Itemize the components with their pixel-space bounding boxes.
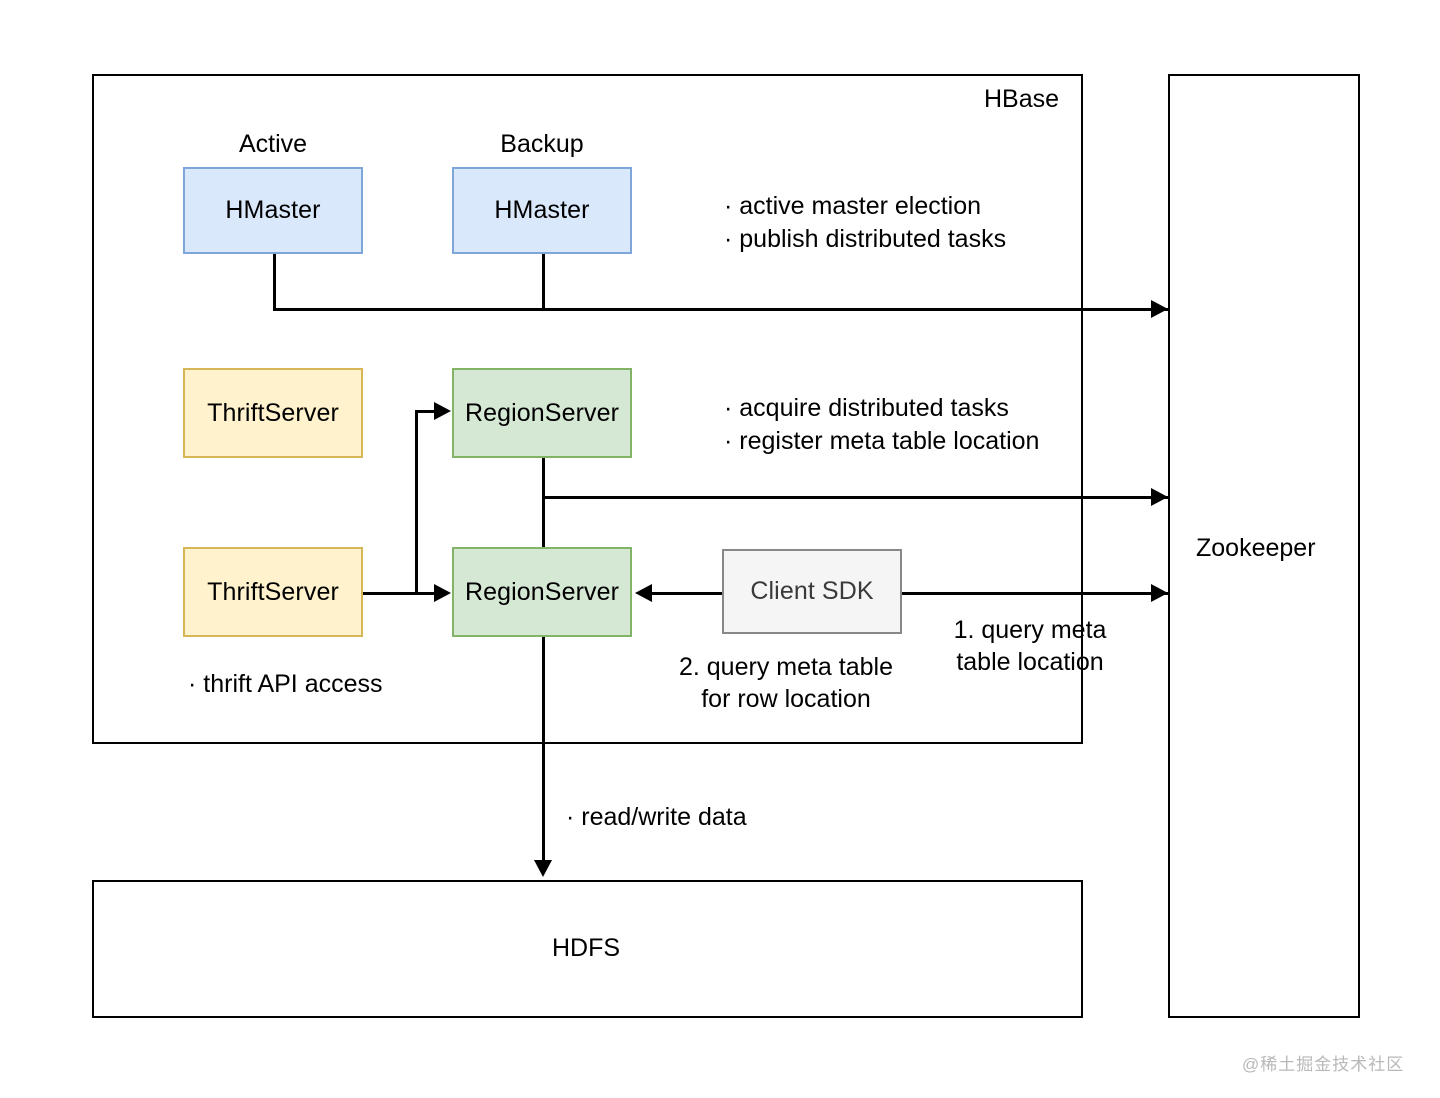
active-label: Active [238,130,308,158]
hmaster-backup-node[interactable]: HMaster [452,167,632,254]
master-annotation-line1: · active master election [724,192,982,220]
regionserver-top-leg [542,458,545,550]
regionserver-top-inbound-arrowhead [434,402,451,420]
regionserver-bottom-inbound-arrowhead [434,584,451,602]
client-sdk-node[interactable]: Client SDK [722,549,902,634]
region-annotation-line2: · register meta table location [724,427,1040,455]
thrift-api-annotation: · thrift API access [188,670,383,698]
client-to-zookeeper-arrowhead [1151,584,1168,602]
thrift-branch-to-regionserver-top [415,410,435,413]
hmaster-zookeeper-arrowhead [1151,300,1168,318]
step2-annotation-line2: for row location [701,685,871,713]
hbase-title: HBase [984,85,1060,113]
hmaster-backup-leg [542,254,545,309]
client-to-zookeeper-line [902,592,1168,595]
regionserver-zookeeper-bus [542,496,1168,499]
backup-label: Backup [500,130,584,158]
thrift-to-regionserver-bottom-line [363,592,435,595]
hmaster-active-leg [273,254,276,309]
regionserver-bottom-node[interactable]: RegionServer [452,547,632,637]
hdfs-container [92,880,1083,1018]
regionserver-zookeeper-arrowhead [1151,488,1168,506]
watermark: @稀土掘金技术社区 [1242,1055,1405,1074]
step2-annotation-line1: 2. query meta table [678,653,893,681]
master-annotation-line2: · publish distributed tasks [724,225,1007,253]
regionserver-to-hdfs-line [542,637,545,861]
step1-annotation-line1: 1. query meta [953,616,1107,644]
read-write-annotation: · read/write data [566,803,747,831]
hbase-container [92,74,1083,744]
hmaster-zookeeper-bus [273,308,1168,311]
thriftserver-bottom-node[interactable]: ThriftServer [183,547,363,637]
zookeeper-container [1168,74,1360,1018]
client-to-regionserver-line [652,592,722,595]
hmaster-active-node[interactable]: HMaster [183,167,363,254]
regionserver-to-hdfs-arrowhead [534,860,552,877]
regionserver-top-node[interactable]: RegionServer [452,368,632,458]
step1-annotation-line2: table location [956,648,1104,676]
thrift-branch-riser [415,410,418,592]
region-annotation-line1: · acquire distributed tasks [724,394,1009,422]
zookeeper-title: Zookeeper [1196,534,1316,562]
thriftserver-top-node[interactable]: ThriftServer [183,368,363,458]
hdfs-title: HDFS [552,934,621,962]
client-to-regionserver-arrowhead [635,584,652,602]
